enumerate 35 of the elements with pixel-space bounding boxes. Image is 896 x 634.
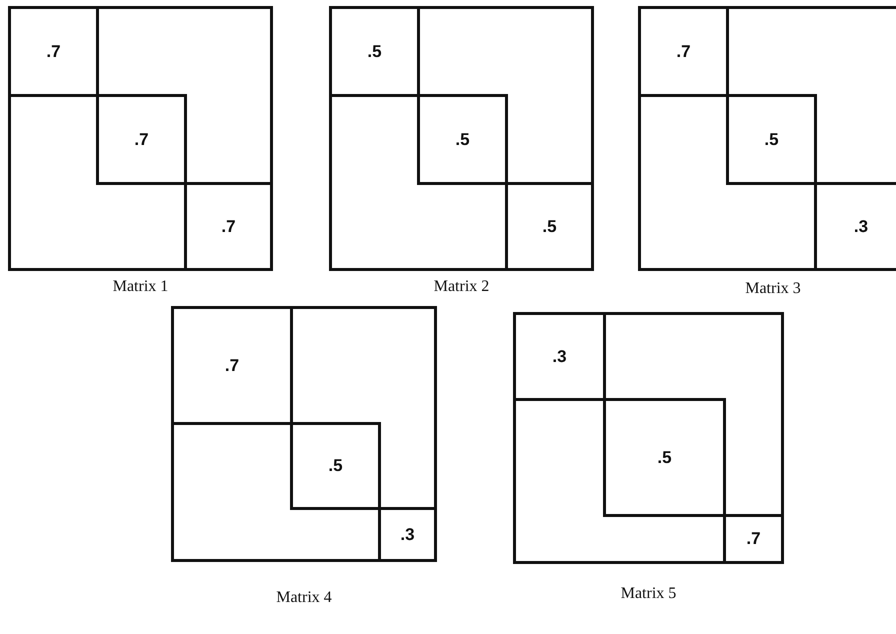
matrix-block: [513, 312, 606, 401]
block-value: .5: [367, 42, 382, 62]
matrix-caption: Matrix 2: [432, 278, 490, 296]
block-value: .5: [764, 130, 779, 150]
block-value: .3: [552, 346, 567, 366]
block-value: .7: [221, 216, 236, 236]
block-value: .7: [134, 130, 149, 150]
block-value: .5: [328, 456, 343, 476]
matrix-block: [378, 507, 437, 562]
block-value: .5: [657, 448, 672, 468]
matrix-block: [290, 422, 381, 510]
matrix-block: [8, 6, 99, 97]
matrix-caption: Matrix 1: [112, 278, 170, 296]
block-value: .3: [400, 524, 415, 544]
matrix-block: [603, 398, 726, 517]
matrix-block: [329, 6, 420, 97]
block-value: .7: [224, 356, 240, 376]
matrix-block: [723, 514, 784, 564]
block-value: .3: [854, 216, 868, 236]
matrix-block: [505, 182, 594, 271]
matrix-caption: Matrix 3: [744, 280, 802, 298]
matrix-caption: Matrix 4: [275, 589, 333, 607]
matrix-block: [184, 182, 273, 271]
matrix-block: [726, 94, 817, 185]
matrix-block: [638, 6, 729, 97]
matrix-block: [417, 94, 508, 185]
matrix-block: [814, 182, 896, 271]
block-value: .5: [455, 130, 470, 150]
block-value: .7: [676, 42, 691, 62]
block-value: .7: [746, 529, 761, 549]
matrix-block: [171, 306, 293, 425]
block-value: .5: [542, 216, 557, 236]
block-value: .7: [46, 42, 61, 62]
matrix-caption: Matrix 5: [620, 585, 678, 603]
matrix-block: [96, 94, 187, 185]
